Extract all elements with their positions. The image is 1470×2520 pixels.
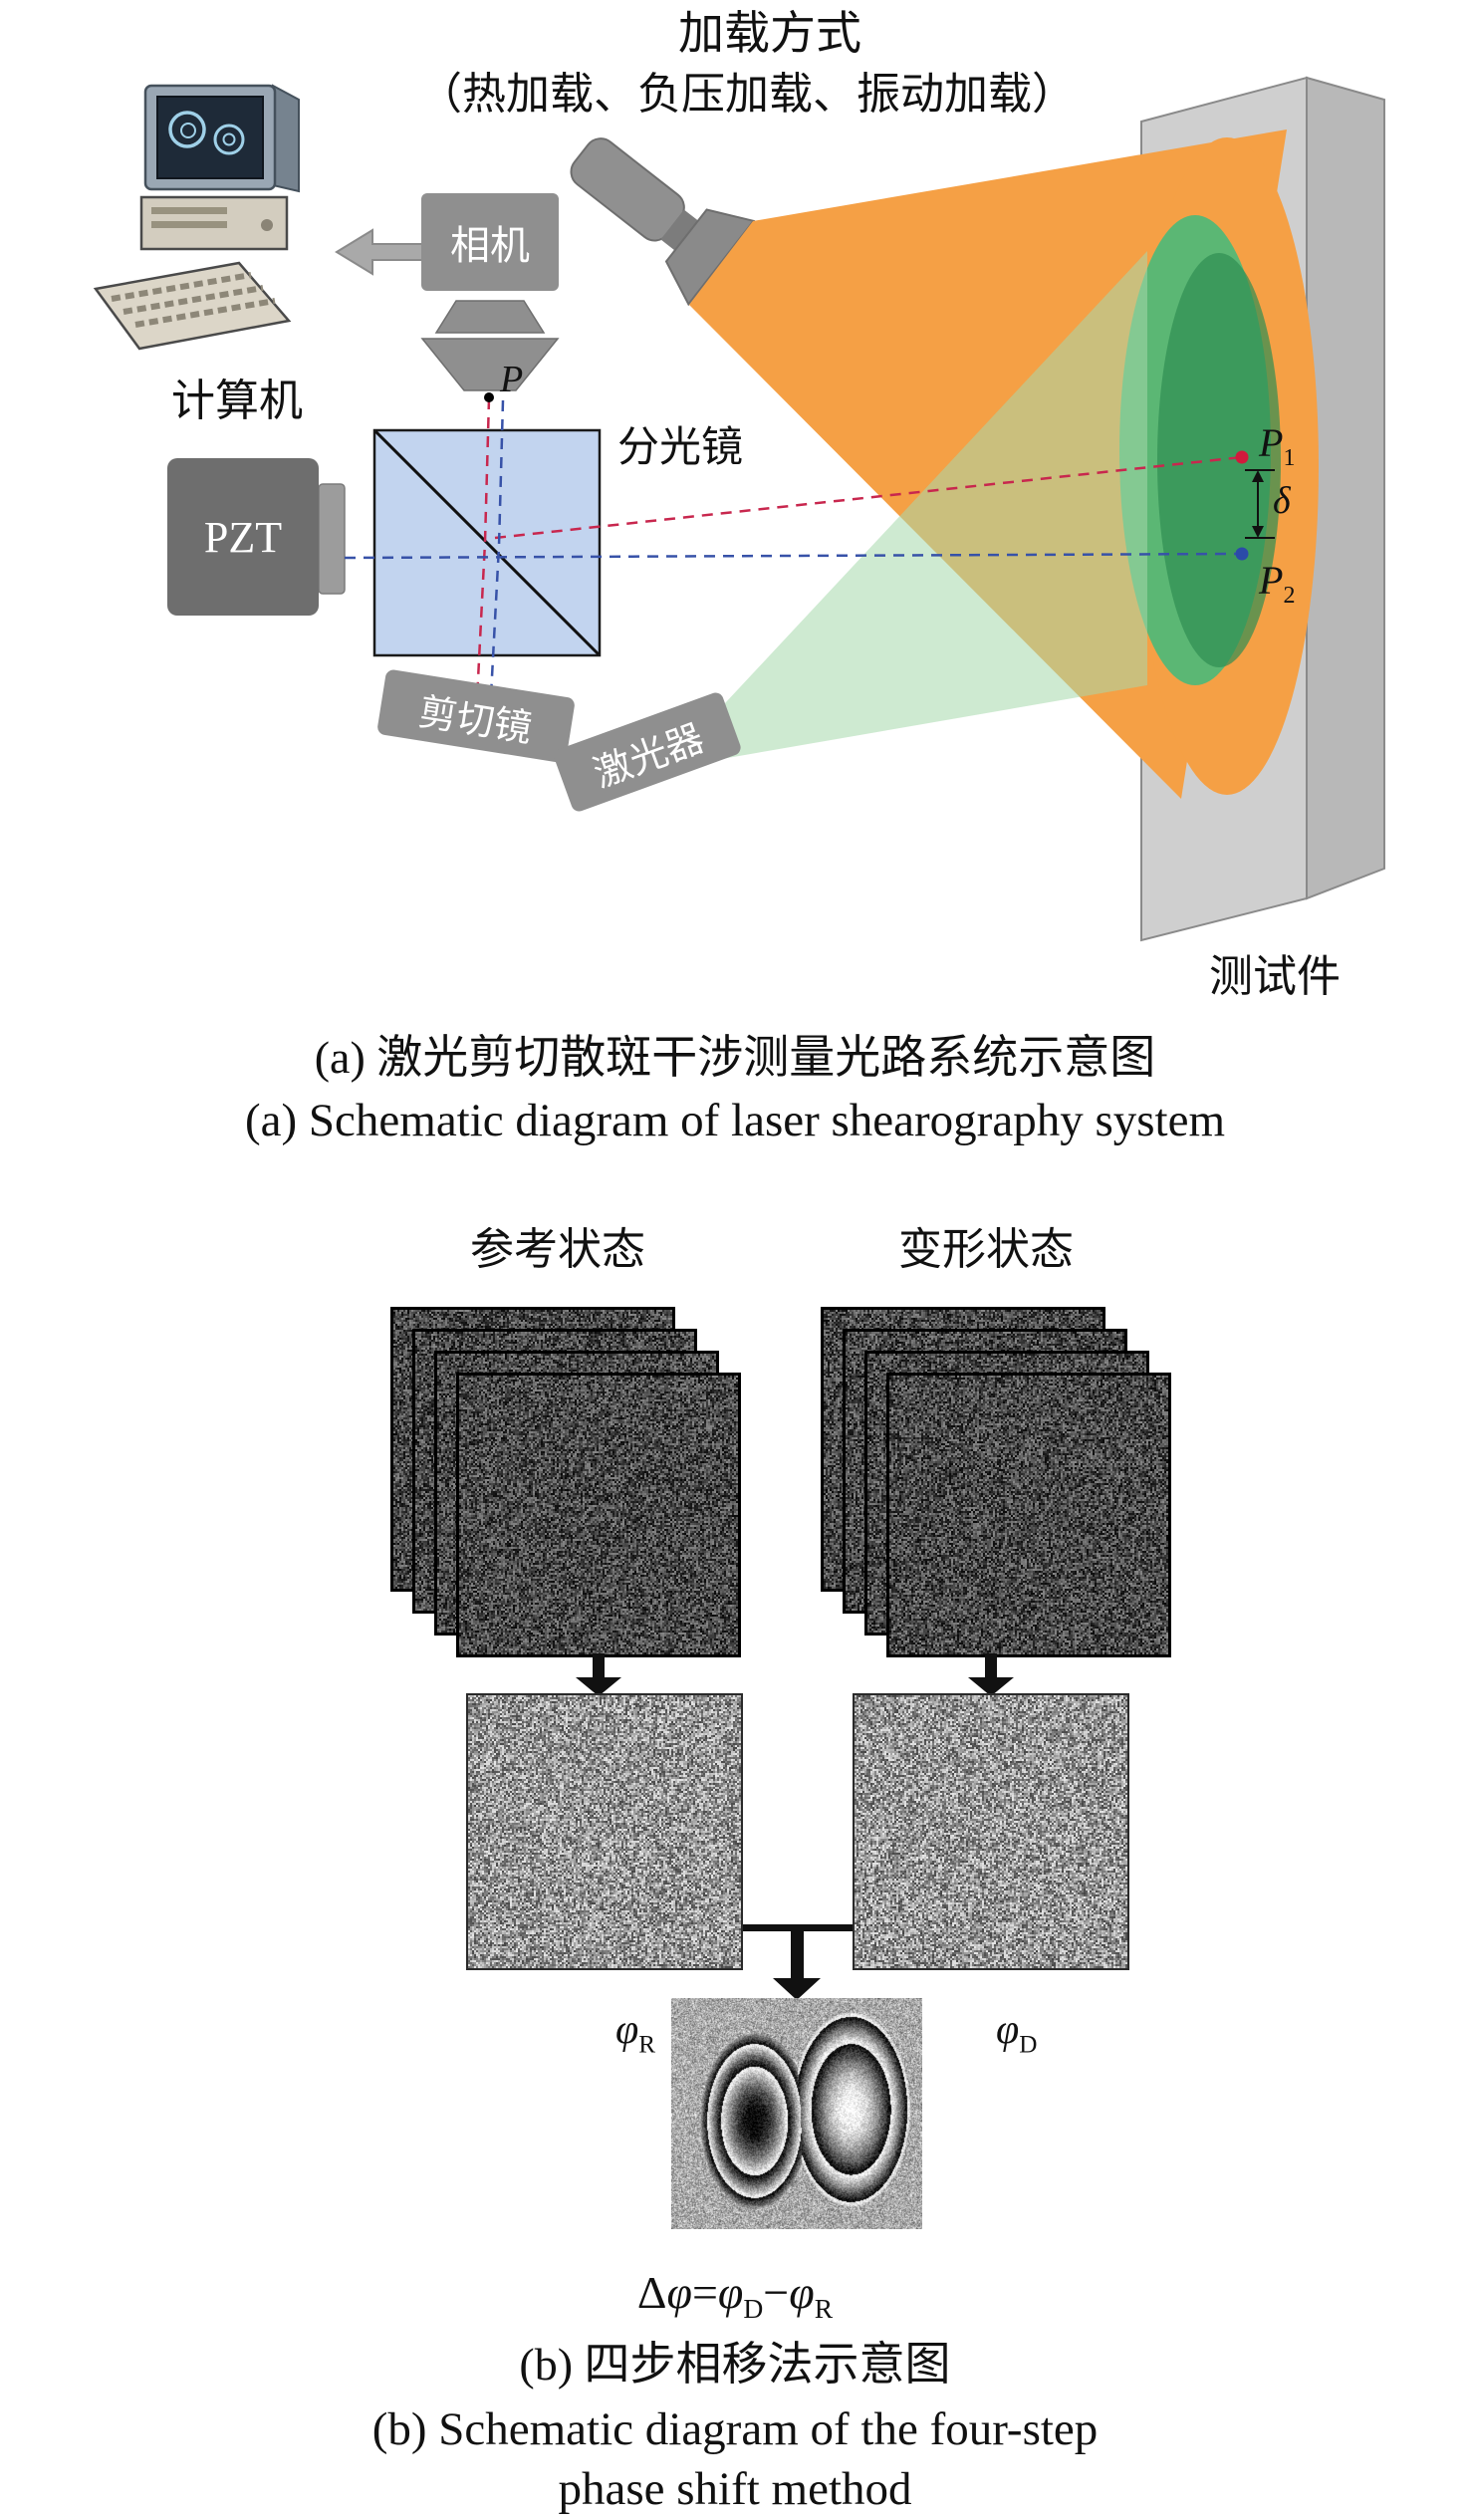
- computer-label: 计算机: [118, 377, 357, 427]
- camera-to-computer-arrow: [337, 230, 426, 274]
- reference-state-label: 参考状态: [398, 1225, 717, 1276]
- caption-a-en: (a) Schematic diagram of laser shearogra…: [0, 1094, 1470, 1147]
- speckle-frame: [886, 1373, 1171, 1657]
- point-p1-dot: [1236, 451, 1249, 464]
- specimen-label: 测试件: [1145, 952, 1404, 1003]
- arrow-down-left: [593, 1653, 605, 1677]
- beam-splitter-label: 分光镜: [617, 424, 743, 472]
- camera-label: 相机: [450, 213, 530, 271]
- caption-b-en-line1: (b) Schematic diagram of the four-step: [0, 2402, 1470, 2456]
- wrapped-phase-ref-image: [466, 1693, 743, 1970]
- phi-r-label: φR: [615, 2006, 655, 2060]
- point-p1-label: P1: [1259, 420, 1295, 473]
- point-p2-label: P2: [1259, 558, 1295, 611]
- wrapped-phase-def-image: [853, 1693, 1129, 1970]
- reference-speckle-stack: [390, 1307, 741, 1657]
- pzt-box: PZT: [167, 458, 319, 616]
- phase-difference-image: [671, 1998, 922, 2229]
- caption-b-en-line2: phase shift method: [0, 2462, 1470, 2516]
- merge-arrow-head: [773, 1978, 821, 2000]
- merge-arrow-shaft: [791, 1924, 804, 1978]
- computer-icon: [96, 86, 299, 349]
- caption-b-zh: (b) 四步相移法示意图: [0, 2339, 1470, 2392]
- pzt-label: PZT: [204, 512, 282, 563]
- deformed-speckle-stack: [821, 1307, 1171, 1657]
- point-p2-dot: [1236, 548, 1249, 561]
- speckle-frame: [456, 1373, 741, 1657]
- deformed-state-label: 变形状态: [827, 1225, 1145, 1276]
- phi-d-label: φD: [996, 2006, 1037, 2060]
- point-p-label: P: [500, 359, 523, 402]
- arrow-down-right: [985, 1653, 997, 1677]
- phase-difference-equation: Δφ=φD−φR: [0, 2267, 1470, 2325]
- pzt-mirror-bar: [319, 484, 345, 594]
- point-p-dot: [484, 392, 494, 402]
- delta-label: δ: [1273, 480, 1291, 524]
- camera-box: 相机: [421, 193, 559, 291]
- loading-method-subtitle: （热加载、负压加载、振动加载）: [239, 70, 1255, 121]
- camera-lens: [422, 301, 558, 390]
- loading-method-title: 加载方式: [367, 8, 1173, 61]
- shear-mirror-label: 剪切镜: [415, 680, 536, 752]
- caption-a-zh: (a) 激光剪切散斑干涉测量光路系统示意图: [0, 1032, 1470, 1085]
